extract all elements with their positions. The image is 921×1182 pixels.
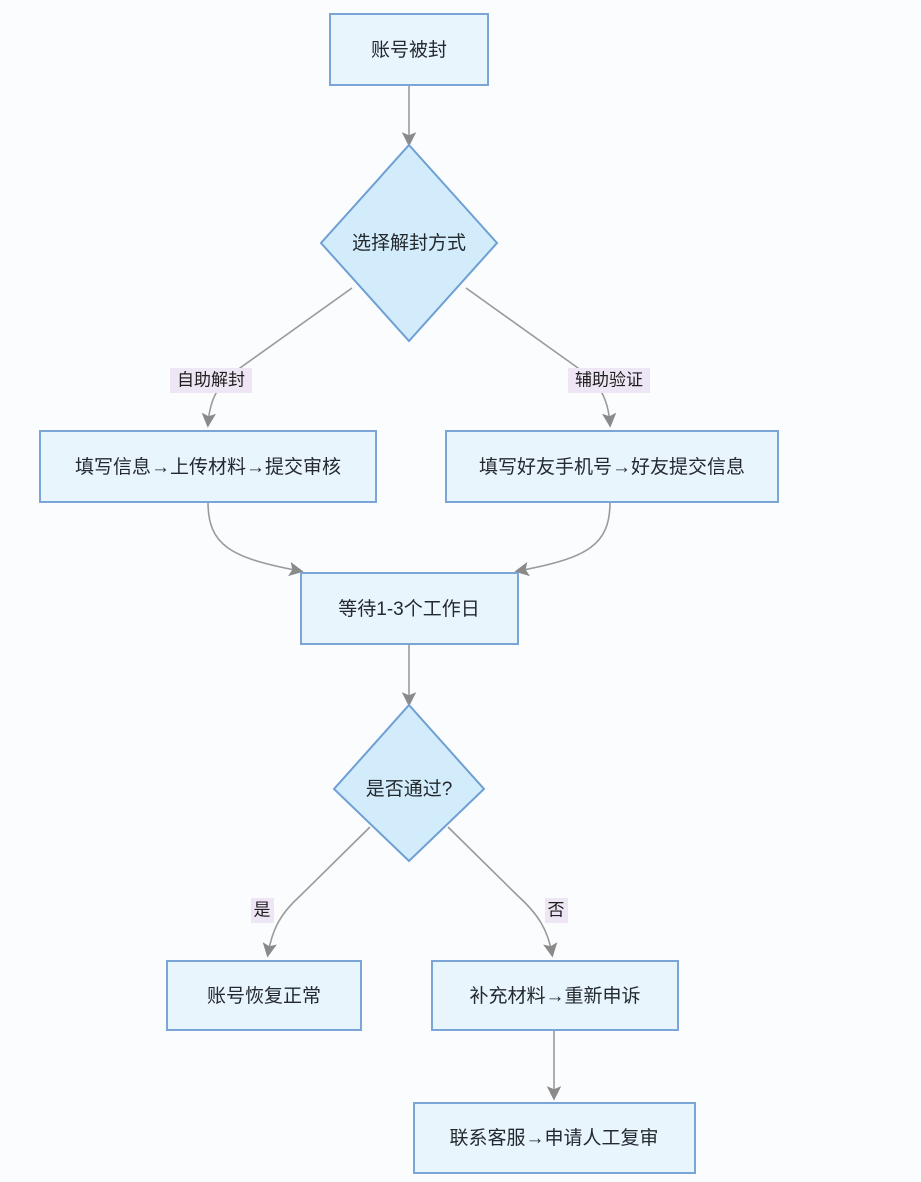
edge-choose-to-self <box>201 287 353 428</box>
node-pass-check[interactable]: 是否通过? <box>332 703 486 863</box>
node-support[interactable]: 联系客服→申请人工复审 <box>413 1102 696 1174</box>
node-self-unban-label: 填写信息→上传材料→提交审核 <box>75 456 341 478</box>
node-restored-label: 账号恢复正常 <box>207 985 321 1007</box>
edge-choose-to-friend <box>465 287 617 428</box>
node-support-label: 联系客服→申请人工复审 <box>449 1127 658 1149</box>
edge-label-no: 否 <box>545 898 568 923</box>
node-resubmit[interactable]: 补充材料→重新申诉 <box>431 960 679 1031</box>
edge-label-friend-verify-text: 辅助验证 <box>575 370 643 389</box>
edge-self-to-wait <box>207 501 304 577</box>
edge-friend-to-wait <box>514 501 611 577</box>
node-start-label: 账号被封 <box>371 39 447 61</box>
edge-label-yes-text: 是 <box>254 900 271 919</box>
edge-label-self-unban: 自助解封 <box>170 368 252 393</box>
edge-label-friend-verify: 辅助验证 <box>568 368 650 393</box>
node-wait-label: 等待1-3个工作日 <box>338 598 479 620</box>
edge-label-yes: 是 <box>251 898 274 923</box>
node-resubmit-label: 补充材料→重新申诉 <box>469 985 640 1007</box>
node-start[interactable]: 账号被封 <box>329 13 489 86</box>
node-friend-verify[interactable]: 填写好友手机号→好友提交信息 <box>445 430 779 503</box>
node-friend-verify-label: 填写好友手机号→好友提交信息 <box>479 456 745 478</box>
node-choose-label: 选择解封方式 <box>352 232 466 254</box>
node-pass-check-label: 是否通过? <box>366 778 453 800</box>
node-wait[interactable]: 等待1-3个工作日 <box>300 572 519 645</box>
edge-label-no-text: 否 <box>548 900 565 919</box>
edge-pass-to-restored <box>262 826 371 958</box>
edge-pass-to-resubmit <box>447 826 558 958</box>
node-restored[interactable]: 账号恢复正常 <box>166 960 362 1031</box>
edge-label-self-unban-text: 自助解封 <box>177 370 245 389</box>
node-self-unban[interactable]: 填写信息→上传材料→提交审核 <box>39 430 377 503</box>
node-choose[interactable]: 选择解封方式 <box>319 143 499 343</box>
